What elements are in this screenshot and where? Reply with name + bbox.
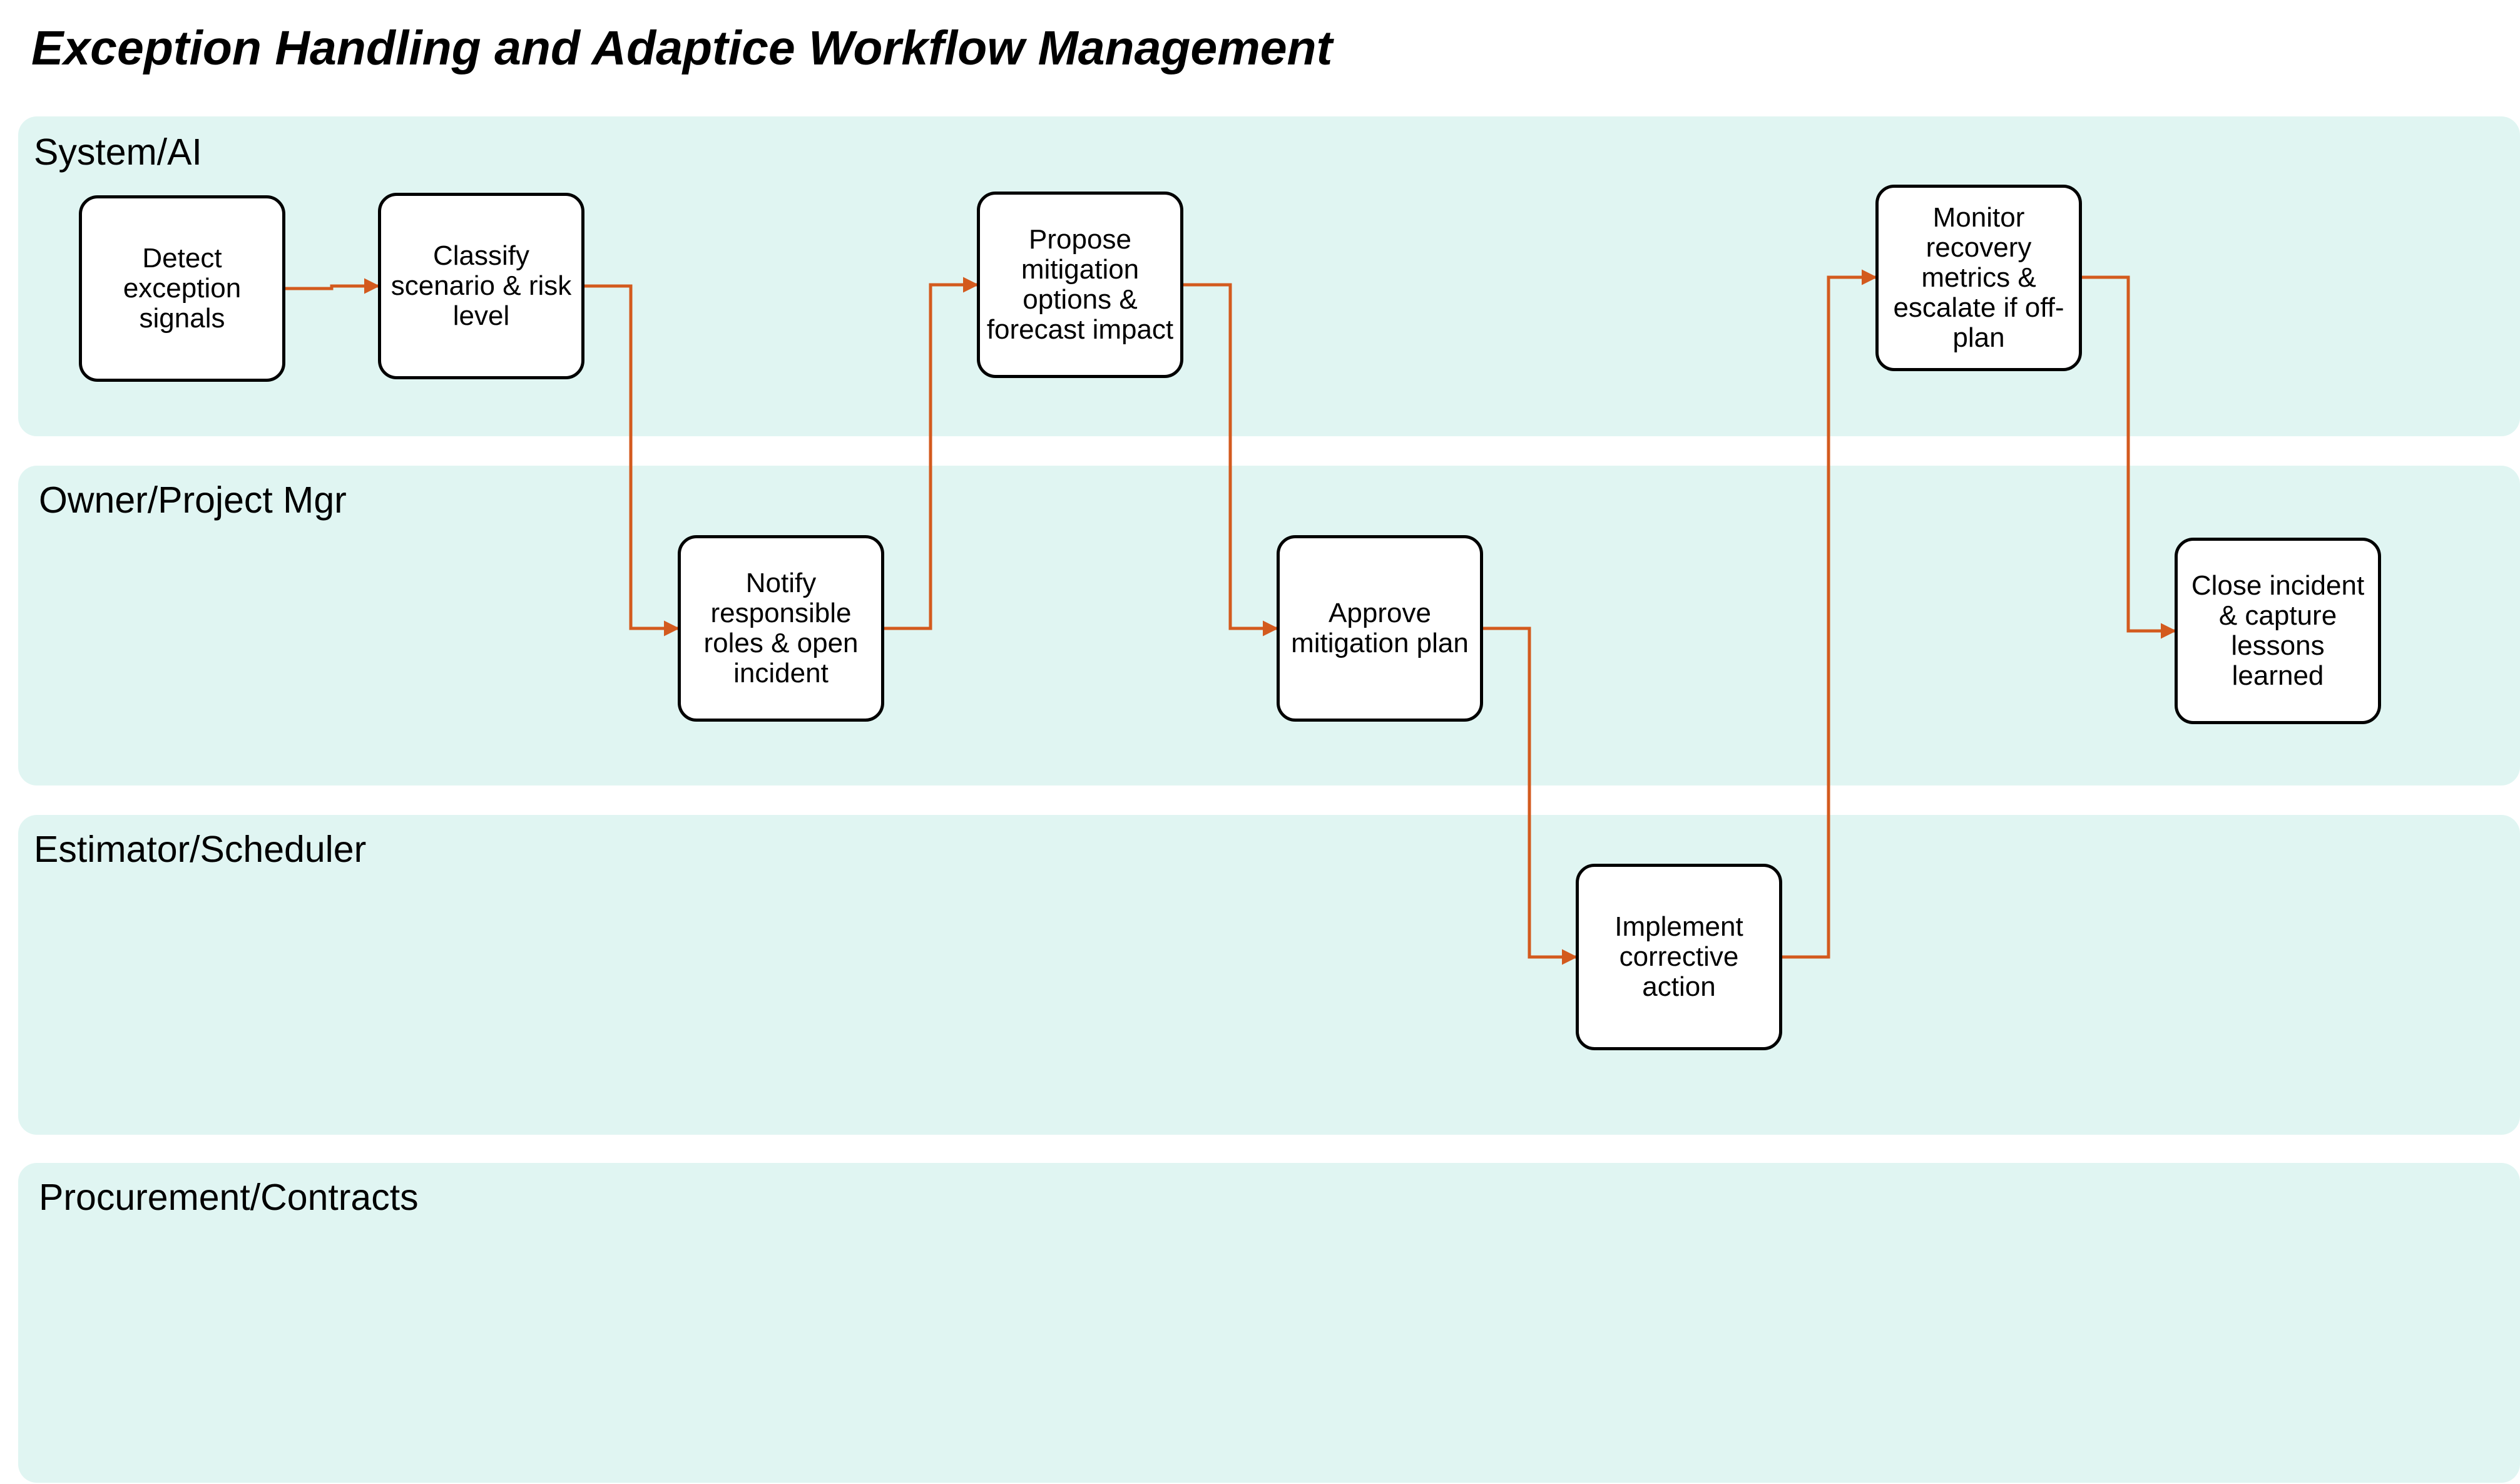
lane-label-system-ai: System/AI xyxy=(34,131,202,173)
lane-estimator-scheduler: Estimator/Scheduler xyxy=(18,815,2520,1135)
step-label: Close incident & capture lessons learned xyxy=(2191,570,2365,691)
lane-procurement-contracts: Procurement/Contracts xyxy=(18,1163,2520,1483)
step-label: Classify scenario & risk level xyxy=(390,240,572,331)
step-label: Approve mitigation plan xyxy=(1291,598,1469,658)
step-label: Implement corrective action xyxy=(1615,911,1743,1002)
step-detect-exception-signals[interactable]: Detect exception signals xyxy=(79,195,285,382)
step-label: Detect exception signals xyxy=(123,243,242,334)
step-propose-mitigation-options[interactable]: Propose mitigation options & forecast im… xyxy=(977,192,1183,378)
step-label: Monitor recovery metrics & escalate if o… xyxy=(1893,202,2064,353)
step-approve-mitigation-plan[interactable]: Approve mitigation plan xyxy=(1277,535,1483,722)
step-label: Propose mitigation options & forecast im… xyxy=(986,224,1174,345)
step-label: Notify responsible roles & open incident xyxy=(703,568,859,688)
diagram-title: Exception Handling and Adaptice Workflow… xyxy=(31,21,1333,75)
lane-label-procurement-contracts: Procurement/Contracts xyxy=(39,1177,419,1218)
step-close-incident[interactable]: Close incident & capture lessons learned xyxy=(2175,538,2381,724)
step-notify-responsible-roles[interactable]: Notify responsible roles & open incident xyxy=(678,535,884,722)
step-classify-scenario-risk-level[interactable]: Classify scenario & risk level xyxy=(378,193,584,379)
lane-label-owner-project-mgr: Owner/Project Mgr xyxy=(39,479,347,521)
lane-owner-project-mgr: Owner/Project Mgr xyxy=(18,466,2520,785)
lane-label-estimator-scheduler: Estimator/Scheduler xyxy=(34,829,367,870)
step-implement-corrective-action[interactable]: Implement corrective action xyxy=(1576,864,1782,1050)
step-monitor-recovery-metrics[interactable]: Monitor recovery metrics & escalate if o… xyxy=(1875,185,2082,371)
